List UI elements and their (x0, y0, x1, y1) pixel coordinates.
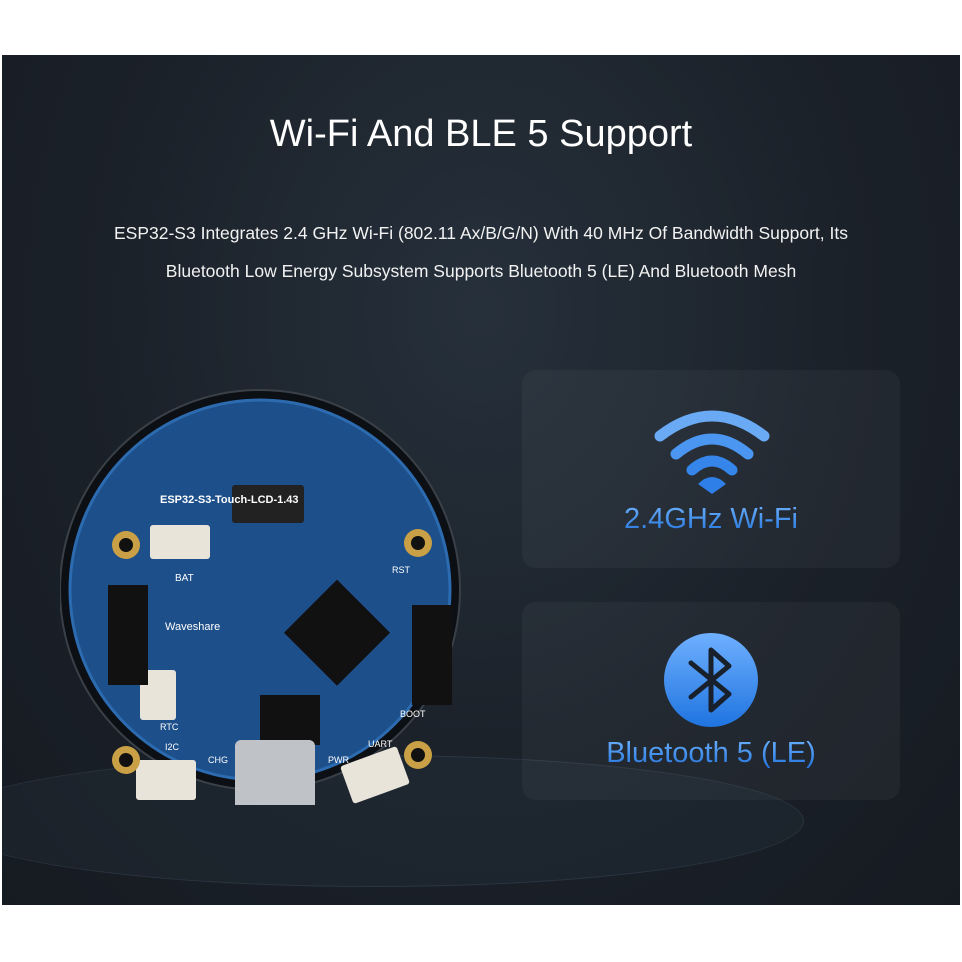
board-label-i2c: I2C (165, 742, 180, 752)
feature-card-wifi: 2.4GHz Wi-Fi (522, 370, 900, 568)
feature-card-bluetooth: Bluetooth 5 (LE) (522, 602, 900, 800)
board-label-pwr: PWR (328, 755, 349, 765)
board-brand-label: Waveshare (165, 621, 220, 633)
description-line-1: ESP32-S3 Integrates 2.4 GHz Wi-Fi (802.1… (114, 223, 848, 243)
board-label-bat: BAT (175, 573, 194, 584)
wifi-icon (654, 410, 770, 494)
board-label-rst: RST (392, 565, 411, 575)
board-model-label: ESP32-S3-Touch-LCD-1.43 (160, 494, 299, 506)
banner-panel: Wi-Fi And BLE 5 Support ESP32-S3 Integra… (2, 55, 960, 905)
bluetooth-icon (664, 633, 758, 727)
board-label-boot: BOOT (400, 709, 426, 719)
bluetooth-label: Bluetooth 5 (LE) (522, 737, 900, 770)
board-label-rtc: RTC (160, 722, 179, 732)
esp32-board-image: ESP32-S3-Touch-LCD-1.43 Waveshare BAT RT… (60, 389, 461, 805)
wifi-label: 2.4GHz Wi-Fi (522, 503, 900, 536)
board-label-uart: UART (368, 739, 393, 749)
board-label-chg: CHG (208, 755, 228, 765)
description-line-2: Bluetooth Low Energy Subsystem Supports … (165, 261, 797, 281)
page-title: Wi-Fi And BLE 5 Support (269, 113, 693, 155)
